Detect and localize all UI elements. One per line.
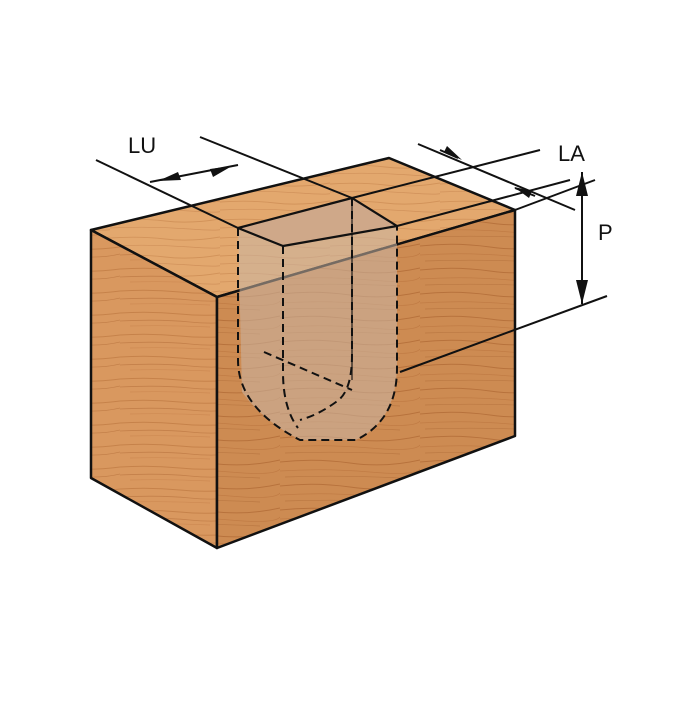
- lu-dimension: [149, 164, 239, 183]
- la-extension-lines: [351, 143, 576, 227]
- la-dimension: [439, 146, 536, 198]
- label-la: LA: [558, 141, 585, 166]
- p-dimension: [576, 172, 588, 304]
- lu-extension-lines: [95, 136, 353, 229]
- label-lu: LU: [128, 133, 156, 158]
- slot-cavity: [238, 198, 397, 440]
- label-p: P: [598, 220, 613, 245]
